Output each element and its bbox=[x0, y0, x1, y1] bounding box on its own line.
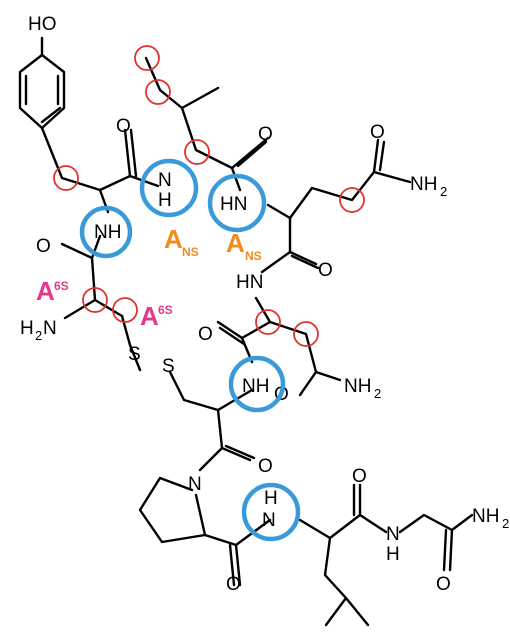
n-label-leu: N bbox=[262, 510, 276, 531]
h-label-gly: H bbox=[386, 544, 400, 565]
carbon-highlight-ile-alpha bbox=[184, 139, 210, 165]
hydroxyl-label: HO bbox=[28, 14, 57, 35]
nh-highlight-leu bbox=[241, 482, 301, 542]
h2n-sub: 2 bbox=[35, 328, 42, 343]
ans-label-1-sub: NS bbox=[182, 245, 199, 259]
ans-label-2-main: A bbox=[226, 228, 245, 258]
carbonyl-o-1: O bbox=[116, 116, 131, 137]
proline-n: N bbox=[188, 474, 202, 495]
hn-label-asn: HN bbox=[236, 272, 263, 293]
ans-label-1: A NS bbox=[164, 224, 199, 259]
carbonyl-o-3: O bbox=[370, 122, 385, 143]
carbon-highlight-cys1-beta bbox=[112, 297, 138, 323]
nh-highlight-cys bbox=[228, 355, 286, 413]
sulfur-2: S bbox=[162, 356, 175, 377]
amide-nh2-asn-sub: 2 bbox=[374, 386, 381, 401]
carbon-highlight-circles bbox=[53, 45, 365, 347]
a6s-label-2-sup: 6S bbox=[158, 303, 173, 317]
amide-nh2-gln-sub: 2 bbox=[440, 184, 447, 199]
carbon-highlight-cys1-alpha bbox=[82, 287, 108, 313]
carbonyl-o-11: O bbox=[436, 574, 451, 595]
h-label-leu: H bbox=[264, 488, 278, 509]
carbon-highlight-ile-ch2 bbox=[145, 79, 171, 105]
carbonyl-o-2: O bbox=[258, 124, 273, 145]
hn-label-gln: HN bbox=[220, 194, 247, 215]
nh-label-tyr: NH bbox=[94, 222, 121, 243]
sulfur-1: S bbox=[128, 344, 141, 365]
carbon-highlight-tyr-beta bbox=[53, 165, 79, 191]
carbonyl-o-9: O bbox=[352, 466, 367, 487]
nh-highlight-gln bbox=[207, 173, 267, 233]
nh-highlight-circles bbox=[79, 158, 301, 542]
terminal-nh2: NH bbox=[472, 506, 499, 527]
amide-nh2-gln: NH bbox=[410, 174, 437, 195]
carbon-highlight-asn-beta bbox=[293, 321, 319, 347]
nh-label-ile: N bbox=[158, 170, 172, 191]
a6s-label-2-main: A bbox=[140, 301, 159, 331]
amide-nh2-asn: NH bbox=[344, 376, 371, 397]
ans-label-2-sub: NS bbox=[245, 249, 262, 263]
h-label-ile: H bbox=[158, 190, 172, 211]
carbonyl-o-8: O bbox=[258, 456, 273, 477]
terminal-nh2-sub: 2 bbox=[502, 516, 509, 531]
carbonyl-o-5: O bbox=[318, 260, 333, 281]
carbonyl-o-6: O bbox=[198, 324, 213, 345]
nh-highlight-ile bbox=[139, 158, 199, 218]
ans-label-1-main: A bbox=[164, 224, 183, 254]
carbonyl-o-4: O bbox=[36, 236, 51, 257]
h2n-n: N bbox=[43, 318, 57, 339]
bond-skeleton bbox=[18, 36, 474, 627]
carbon-highlight-asn-alpha bbox=[255, 309, 281, 335]
nh-highlight-tyr bbox=[79, 205, 133, 259]
atom-labels: HO O O O N H HN NH 2 NH O O HN H 2 N O S… bbox=[20, 14, 509, 595]
nh-label-cys: NH bbox=[242, 376, 269, 397]
ans-label-2: A NS bbox=[226, 228, 262, 263]
carbonyl-o-10: O bbox=[226, 574, 241, 595]
carbon-highlight-gln-gamma bbox=[339, 187, 365, 213]
h2n-h: H bbox=[20, 318, 34, 339]
carbon-highlight-ile-ch3 bbox=[134, 45, 160, 71]
a6s-label-1-main: A bbox=[36, 276, 55, 306]
a6s-label-2: A 6S bbox=[140, 301, 173, 331]
a6s-label-1-sup: 6S bbox=[54, 279, 69, 293]
a6s-label-1: A 6S bbox=[36, 276, 69, 306]
n-label-gly: N bbox=[386, 524, 400, 545]
